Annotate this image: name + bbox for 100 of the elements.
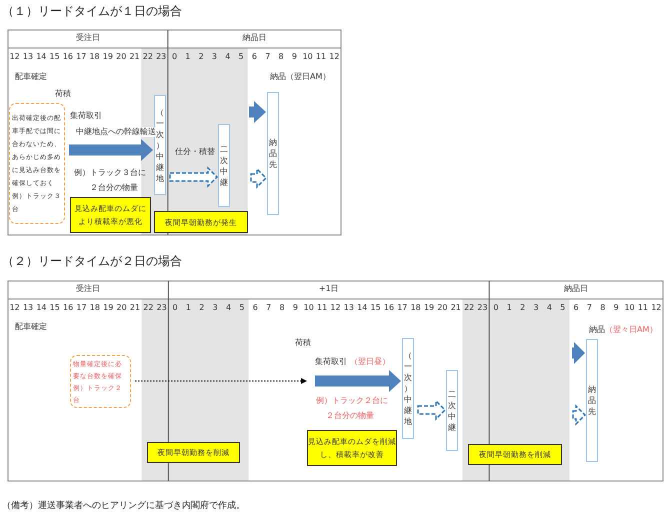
hour-label: 12	[8, 52, 21, 62]
hour-label: 3	[532, 303, 540, 313]
hour-label: 21	[450, 303, 462, 313]
hour-label: 12	[328, 52, 340, 62]
vertical-label: （一次）中継地	[404, 350, 412, 427]
block-arrow	[250, 167, 268, 189]
note-box	[9, 103, 65, 224]
hour-label: 6	[572, 303, 580, 313]
hour-label: 21	[128, 52, 141, 62]
hour-label: 10	[623, 303, 636, 313]
event-label: 納品	[589, 325, 605, 335]
hour-label: 11	[636, 303, 650, 313]
hour-label: 20	[115, 52, 128, 62]
hour-label: 14	[356, 303, 368, 313]
hour-label: 12	[650, 303, 662, 313]
hour-label: 18	[410, 303, 422, 313]
block-arrow	[572, 404, 586, 426]
relay-box	[218, 124, 230, 207]
callout-box	[70, 197, 151, 233]
column-header: 受注日	[75, 284, 102, 294]
callout-box	[468, 444, 562, 465]
note-text: 例）トラック３台に	[74, 168, 146, 178]
event-label: 配車確定	[15, 72, 47, 82]
callout-box	[307, 430, 397, 466]
note-text: 例）トラック２台に	[316, 396, 388, 406]
hour-label: 6	[252, 303, 259, 313]
hour-label: 6	[250, 52, 258, 62]
block-arrow	[169, 166, 218, 188]
hour-label: 3	[210, 52, 218, 62]
hour-label: 14	[35, 52, 48, 62]
block-arrow	[69, 139, 153, 161]
column-header: 受注日	[74, 33, 101, 43]
hour-label: 1	[184, 52, 192, 62]
hour-label: 14	[35, 303, 48, 313]
event-label: 荷積	[295, 338, 311, 348]
section-heading: （２）リードタイムが２日の場合	[2, 254, 182, 269]
event-label: 納品（翌日AM）	[270, 72, 330, 82]
hour-label: 10	[302, 303, 315, 313]
hour-label: 12	[8, 303, 21, 313]
note-box	[70, 355, 131, 408]
hour-label: 13	[342, 303, 355, 313]
hour-label: 11	[316, 303, 328, 313]
hour-label: 12	[329, 303, 342, 313]
hour-label: 5	[559, 303, 566, 313]
column-header: 納品日	[241, 33, 268, 43]
hour-label: 22	[463, 303, 476, 313]
hour-label: 20	[436, 303, 449, 313]
hour-label: 9	[612, 303, 620, 313]
hour-label: 13	[22, 52, 34, 62]
relay-box	[154, 95, 166, 195]
hour-label: 3	[212, 303, 219, 313]
note-text: ２台分の物量	[90, 183, 138, 193]
hour-label: 16	[62, 303, 74, 313]
callout-box	[147, 442, 240, 463]
hour-label: 17	[396, 303, 408, 313]
hour-label: 22	[142, 52, 154, 62]
hour-label: 8	[278, 52, 285, 62]
hour-label: 17	[75, 52, 88, 62]
hour-label: 11	[314, 52, 328, 62]
block-arrow	[315, 370, 401, 392]
event-label: （翌々日AM）	[605, 325, 658, 335]
vertical-label: 二次中継	[448, 388, 456, 432]
dotted-arrow	[134, 378, 307, 384]
hour-label: 13	[22, 303, 34, 313]
hour-label: 18	[88, 303, 101, 313]
hour-label: 7	[265, 303, 272, 313]
hour-label: 2	[519, 303, 526, 313]
edge-label: 中継地点への幹線輸送	[76, 127, 156, 137]
hour-label: 16	[382, 303, 396, 313]
hour-label: 23	[155, 52, 168, 62]
hour-label: 18	[88, 52, 101, 62]
hour-label: 2	[198, 303, 206, 313]
relay-box	[402, 338, 414, 439]
event-label: （翌日昼）	[350, 357, 390, 367]
hour-label: 1	[506, 303, 513, 313]
hour-label: 19	[422, 303, 436, 313]
hour-label: 0	[492, 303, 500, 313]
hour-label: 21	[128, 303, 142, 313]
hour-label: 15	[369, 303, 382, 313]
hour-label: 23	[156, 303, 168, 313]
event-label: 配車確定	[15, 322, 47, 332]
block-arrow	[249, 101, 266, 123]
hour-label: 7	[586, 303, 593, 313]
hour-label: 5	[238, 52, 245, 62]
hour-label: 10	[302, 52, 314, 62]
hour-label: 19	[102, 52, 114, 62]
edge-label: 仕分・積替	[175, 147, 215, 157]
vertical-label: （一次）中継地	[156, 106, 164, 184]
hour-label: 17	[75, 303, 88, 313]
hour-label: 23	[476, 303, 489, 313]
vertical-label: 納品先	[269, 137, 277, 170]
note-text: ２台分の物量	[326, 411, 374, 421]
hour-label: 0	[172, 303, 179, 313]
hour-label: 8	[278, 303, 286, 313]
hour-label: 2	[198, 52, 205, 62]
vertical-label: 納品先	[588, 384, 596, 417]
hour-label: 15	[48, 52, 61, 62]
hour-label: 8	[599, 303, 606, 313]
section-heading: （１）リードタイムが１日の場合	[2, 4, 182, 19]
hour-label: 16	[62, 52, 74, 62]
